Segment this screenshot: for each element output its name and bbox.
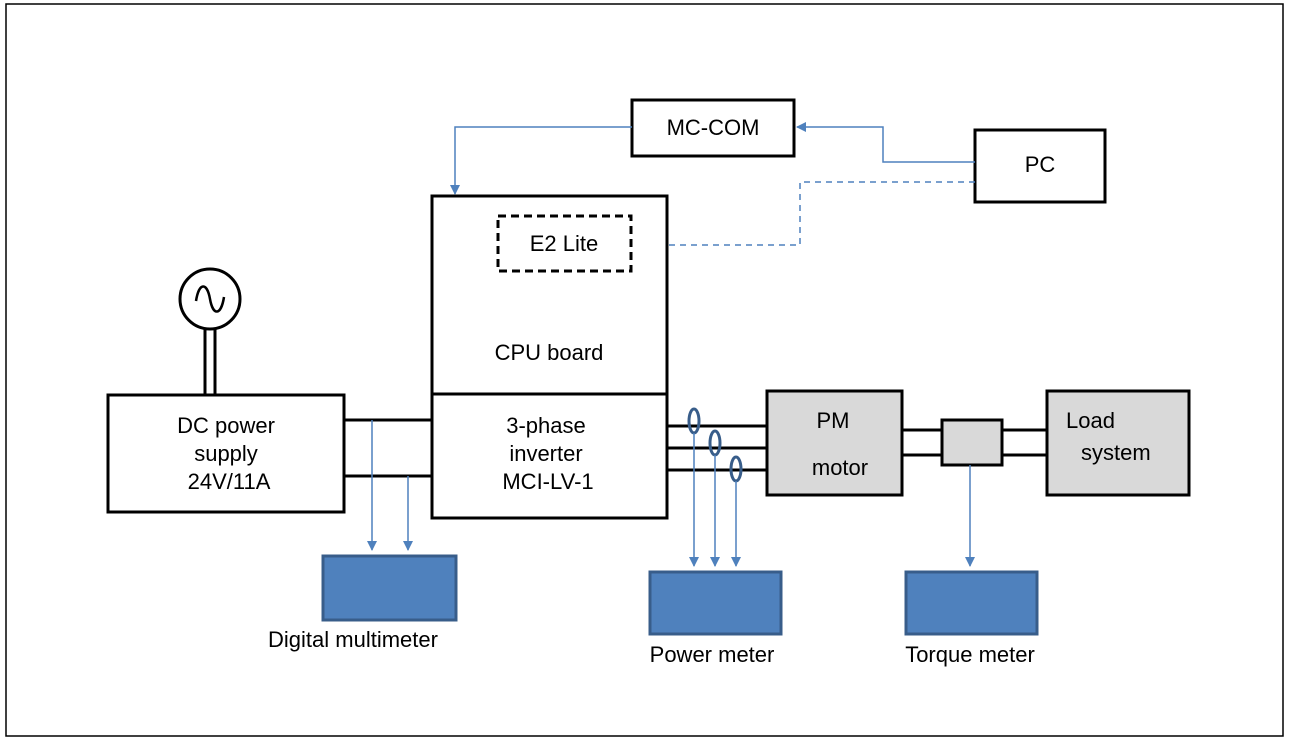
mc-com-box <box>630 98 796 158</box>
e2-lite-box <box>496 214 633 273</box>
load-system-box <box>1045 389 1191 497</box>
torque-meter-label: Torque meter <box>905 642 1035 667</box>
power-meter-label: Power meter <box>649 642 775 667</box>
load-system-label-1: Load <box>1066 408 1115 433</box>
shaft-load-side <box>1000 428 1049 457</box>
pm-motor-label-2: motor <box>811 455 869 480</box>
pc-label: PC <box>1024 152 1056 177</box>
multimeter-label: Digital multimeter <box>268 627 438 652</box>
power-meter-box <box>648 570 783 636</box>
torque-sensor-body <box>940 418 1004 467</box>
inverter-label-1: 3-phase <box>506 413 586 438</box>
torque-meter-box <box>904 570 1039 636</box>
mc-com-label: MC-COM <box>666 115 760 140</box>
shaft-motor-side <box>900 428 944 457</box>
dc-power-supply-box <box>106 393 346 514</box>
dc-supply-label-1: DC power <box>177 413 275 438</box>
load-system-label-2: system <box>1081 440 1151 465</box>
pc-to-mc-com-line <box>796 122 975 163</box>
pm-motor-label-1: PM <box>816 408 850 433</box>
mc-com-to-cpu-line <box>450 126 632 195</box>
inverter-label-2: inverter <box>509 441 583 466</box>
ac-source-icon <box>178 267 242 395</box>
inverter-box <box>430 392 669 520</box>
pc-box <box>973 128 1107 204</box>
pm-motor-box <box>765 389 904 497</box>
e2-lite-label: E2 Lite <box>529 231 599 256</box>
dc-supply-label-3: 24V/11A <box>187 469 271 494</box>
digital-multimeter-box <box>321 554 458 622</box>
dc-supply-label-2: supply <box>194 441 258 466</box>
inverter-label-3: MCI-LV-1 <box>502 469 594 494</box>
cpu-board-label: CPU board <box>494 340 604 365</box>
